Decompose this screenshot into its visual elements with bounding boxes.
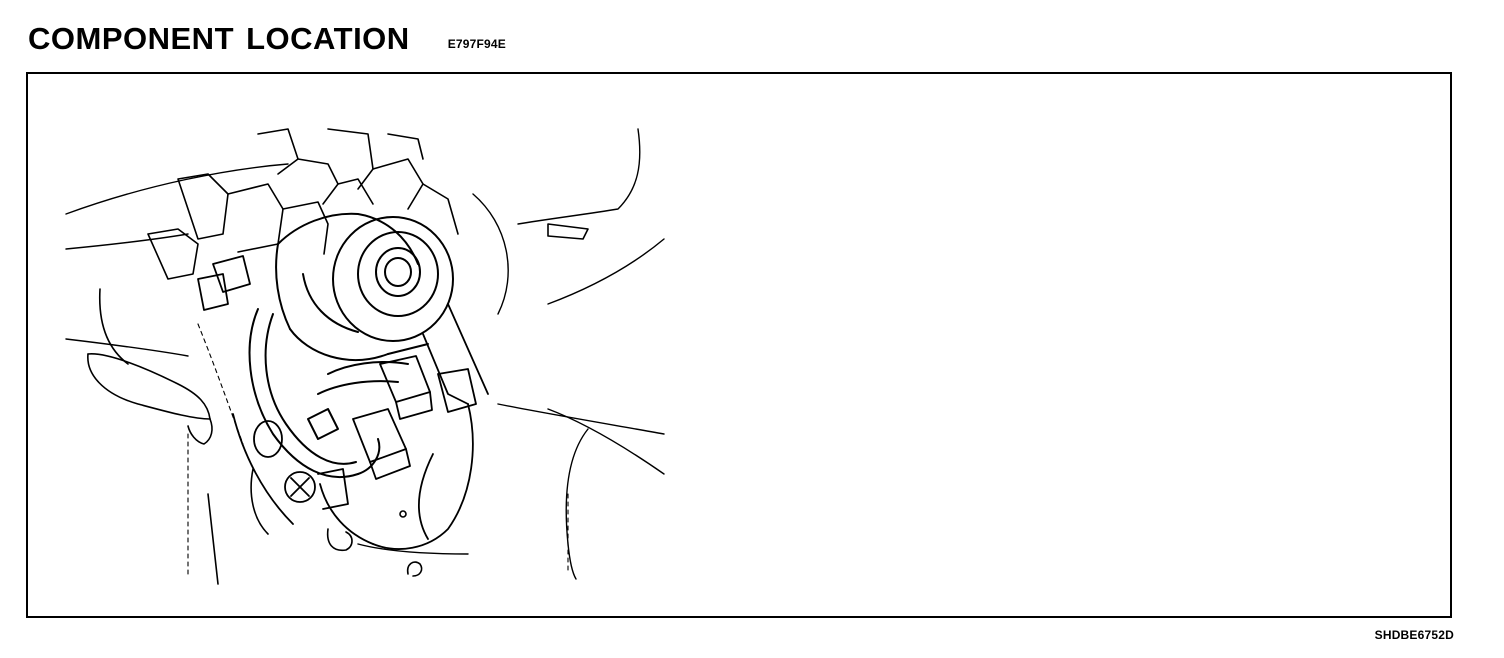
left-lever [87, 288, 213, 445]
mounting-screw-icon [284, 468, 349, 510]
key-cylinder-housing [275, 212, 454, 361]
ignition-key-cylinder-illustration [65, 128, 665, 585]
page-title: COMPONENT LOCATION [28, 21, 410, 56]
wire-harness [248, 308, 409, 479]
diagram-frame [26, 72, 1452, 618]
column-brackets [147, 128, 589, 280]
page-header: COMPONENT LOCATION E797F94E [28, 14, 506, 54]
steering-column [232, 303, 489, 550]
dash-contour-lines [65, 128, 665, 580]
lower-details [207, 468, 423, 585]
harness-connectors [197, 255, 477, 480]
figure-id: SHDBE6752D [1374, 628, 1454, 642]
section-code: E797F94E [447, 37, 506, 51]
